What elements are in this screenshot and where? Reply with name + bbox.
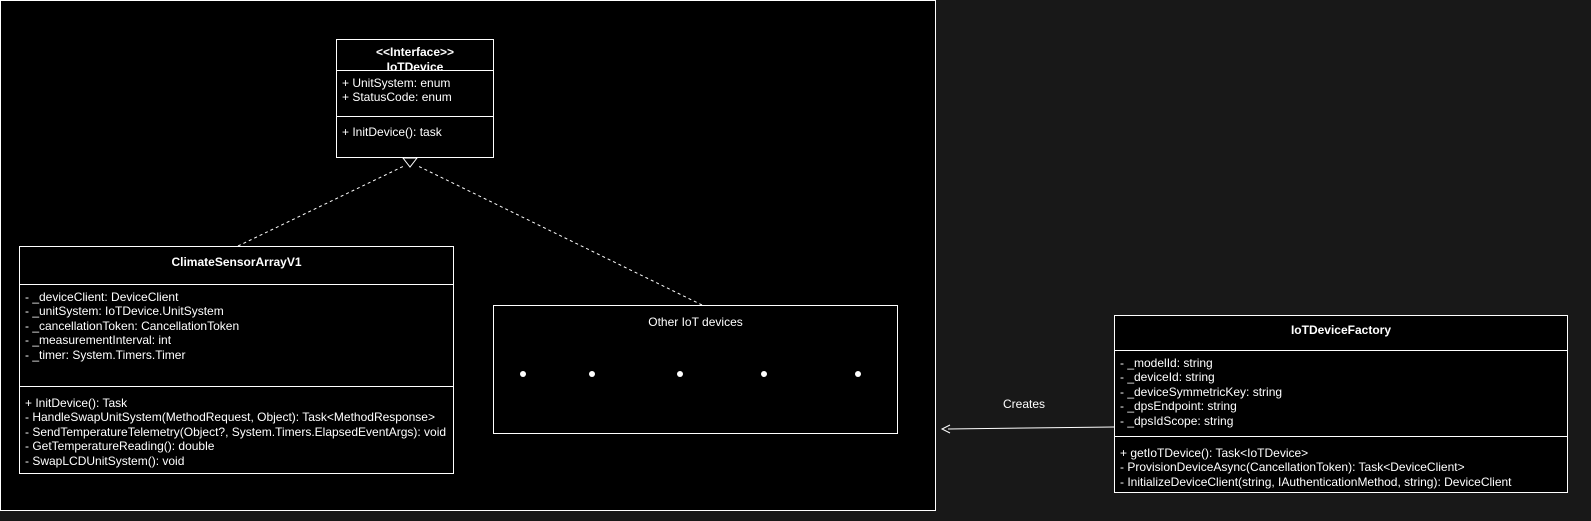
factory-operation: + getIoTDevice(): Task<IoTDevice> bbox=[1120, 446, 1309, 460]
factory-attribute: - _deviceSymmetricKey: string bbox=[1120, 384, 1283, 399]
factory-attribute: - _modelId: string bbox=[1120, 356, 1213, 370]
creates-edge-label: Creates bbox=[1003, 397, 1046, 411]
ellipsis-dot bbox=[855, 371, 861, 377]
climate-attributes: - _deviceClient: DeviceClient - _unitSys… bbox=[20, 285, 453, 386]
factory-attribute: - _deviceId: string bbox=[1120, 370, 1215, 385]
climate-class-name: ClimateSensorArrayV1 bbox=[20, 247, 453, 285]
climate-attribute: - _unitSystem: IoTDevice.UnitSystem bbox=[25, 304, 224, 319]
class-iot-device-factory[interactable]: IoTDeviceFactory - _modelId: string - _d… bbox=[1114, 315, 1568, 493]
creates-arrowhead bbox=[940, 424, 951, 434]
ellipsis-dot bbox=[677, 371, 683, 377]
climate-operation: - HandleSwapUnitSystem(MethodRequest, Ob… bbox=[25, 410, 435, 425]
climate-operation: - SendTemperatureTelemetry(Object?, Syst… bbox=[25, 424, 447, 439]
interface-iotdevice[interactable]: <<Interface>> IoTDevice + UnitSystem: en… bbox=[336, 39, 494, 158]
climate-operation: - GetTemperatureReading(): double bbox=[25, 439, 215, 454]
climate-attribute: - _measurementInterval: int bbox=[25, 333, 172, 348]
other-devices-title: Other IoT devices bbox=[648, 315, 743, 329]
factory-attribute: - _dpsIdScope: string bbox=[1120, 413, 1234, 428]
interface-attribute: + UnitSystem: enum bbox=[342, 76, 451, 90]
ellipsis-dot bbox=[589, 371, 595, 377]
interface-operation: + InitDevice(): task bbox=[342, 125, 442, 139]
interface-attribute: + StatusCode: enum bbox=[342, 90, 452, 105]
climate-attribute: - _timer: System.Timers.Timer bbox=[25, 347, 186, 362]
climate-operation: - SwapLCDUnitSystem(): void bbox=[25, 453, 185, 468]
factory-operations: + getIoTDevice(): Task<IoTDevice> - Prov… bbox=[1115, 436, 1567, 489]
factory-operation: - InitializeDeviceClient(string, IAuthen… bbox=[1120, 474, 1512, 489]
climate-operation: + InitDevice(): Task bbox=[25, 396, 128, 410]
factory-attribute: - _dpsEndpoint: string bbox=[1120, 399, 1237, 414]
factory-attributes: - _modelId: string - _deviceId: string -… bbox=[1115, 351, 1567, 436]
ellipsis-dot bbox=[520, 371, 526, 377]
climate-attribute: - _deviceClient: DeviceClient bbox=[25, 290, 179, 304]
interface-attributes: + UnitSystem: enum + StatusCode: enum bbox=[337, 71, 493, 116]
climate-operations: + InitDevice(): Task - HandleSwapUnitSys… bbox=[20, 386, 453, 468]
interface-operations: + InitDevice(): task bbox=[337, 116, 493, 139]
creates-edge bbox=[947, 426, 1115, 430]
class-climate-sensor-array[interactable]: ClimateSensorArrayV1 - _deviceClient: De… bbox=[19, 246, 454, 474]
factory-operation: - ProvisionDeviceAsync(CancellationToken… bbox=[1120, 460, 1465, 475]
other-iot-devices-box[interactable]: Other IoT devices bbox=[493, 305, 898, 434]
ellipsis-dot bbox=[761, 371, 767, 377]
interface-header: <<Interface>> IoTDevice bbox=[337, 40, 493, 74]
interface-name: IoTDevice bbox=[386, 60, 444, 74]
climate-attribute: - _cancellationToken: CancellationToken bbox=[25, 318, 240, 333]
factory-class-name: IoTDeviceFactory bbox=[1115, 316, 1567, 351]
interface-stereotype: <<Interface>> bbox=[375, 45, 455, 59]
